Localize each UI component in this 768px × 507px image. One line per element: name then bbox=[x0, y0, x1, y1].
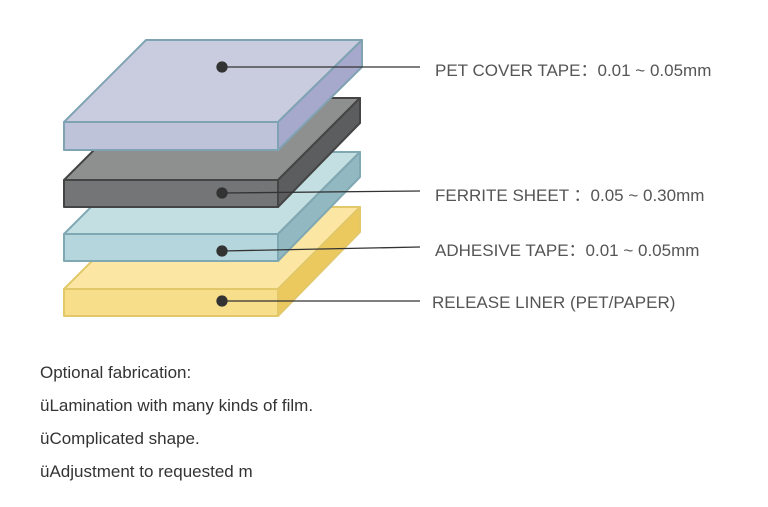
callout-leaders bbox=[216, 61, 421, 307]
pet-cover-tape-dot bbox=[216, 61, 228, 73]
optional-fabrication-notes: Optional fabrication: üLamination with m… bbox=[40, 356, 313, 488]
notes-item-shape: üComplicated shape. bbox=[40, 429, 200, 448]
notes-title: Optional fabrication: bbox=[40, 363, 192, 382]
ferrite-sheet-dot bbox=[216, 187, 228, 199]
pet-cover-tape-front bbox=[63, 121, 279, 151]
ferrite-sheet-front bbox=[63, 179, 279, 208]
layer-stack-diagram bbox=[63, 39, 421, 317]
ferrite-sheet-label: FERRITE SHEET ：0.05 ~ 0.30mm bbox=[435, 186, 705, 205]
adhesive-tape-dot bbox=[216, 245, 228, 257]
adhesive-tape-label: ADHESIVE TAPE：0.01 ~ 0.05mm bbox=[435, 241, 700, 260]
release-liner-front bbox=[63, 288, 279, 317]
ferrite-sheet-leader bbox=[221, 190, 421, 194]
adhesive-tape-leader bbox=[221, 246, 421, 252]
notes-item-adjustment: üAdjustment to requested m bbox=[40, 462, 253, 481]
release-liner-dot bbox=[216, 295, 228, 307]
pet-cover-tape-label: PET COVER TAPE：0.01 ~ 0.05mm bbox=[435, 61, 712, 80]
adhesive-tape-front bbox=[63, 233, 279, 262]
notes-item-lamination: üLamination with many kinds of film. bbox=[40, 396, 314, 415]
release-liner-label: RELEASE LINER (PET/PAPER) bbox=[432, 293, 676, 312]
